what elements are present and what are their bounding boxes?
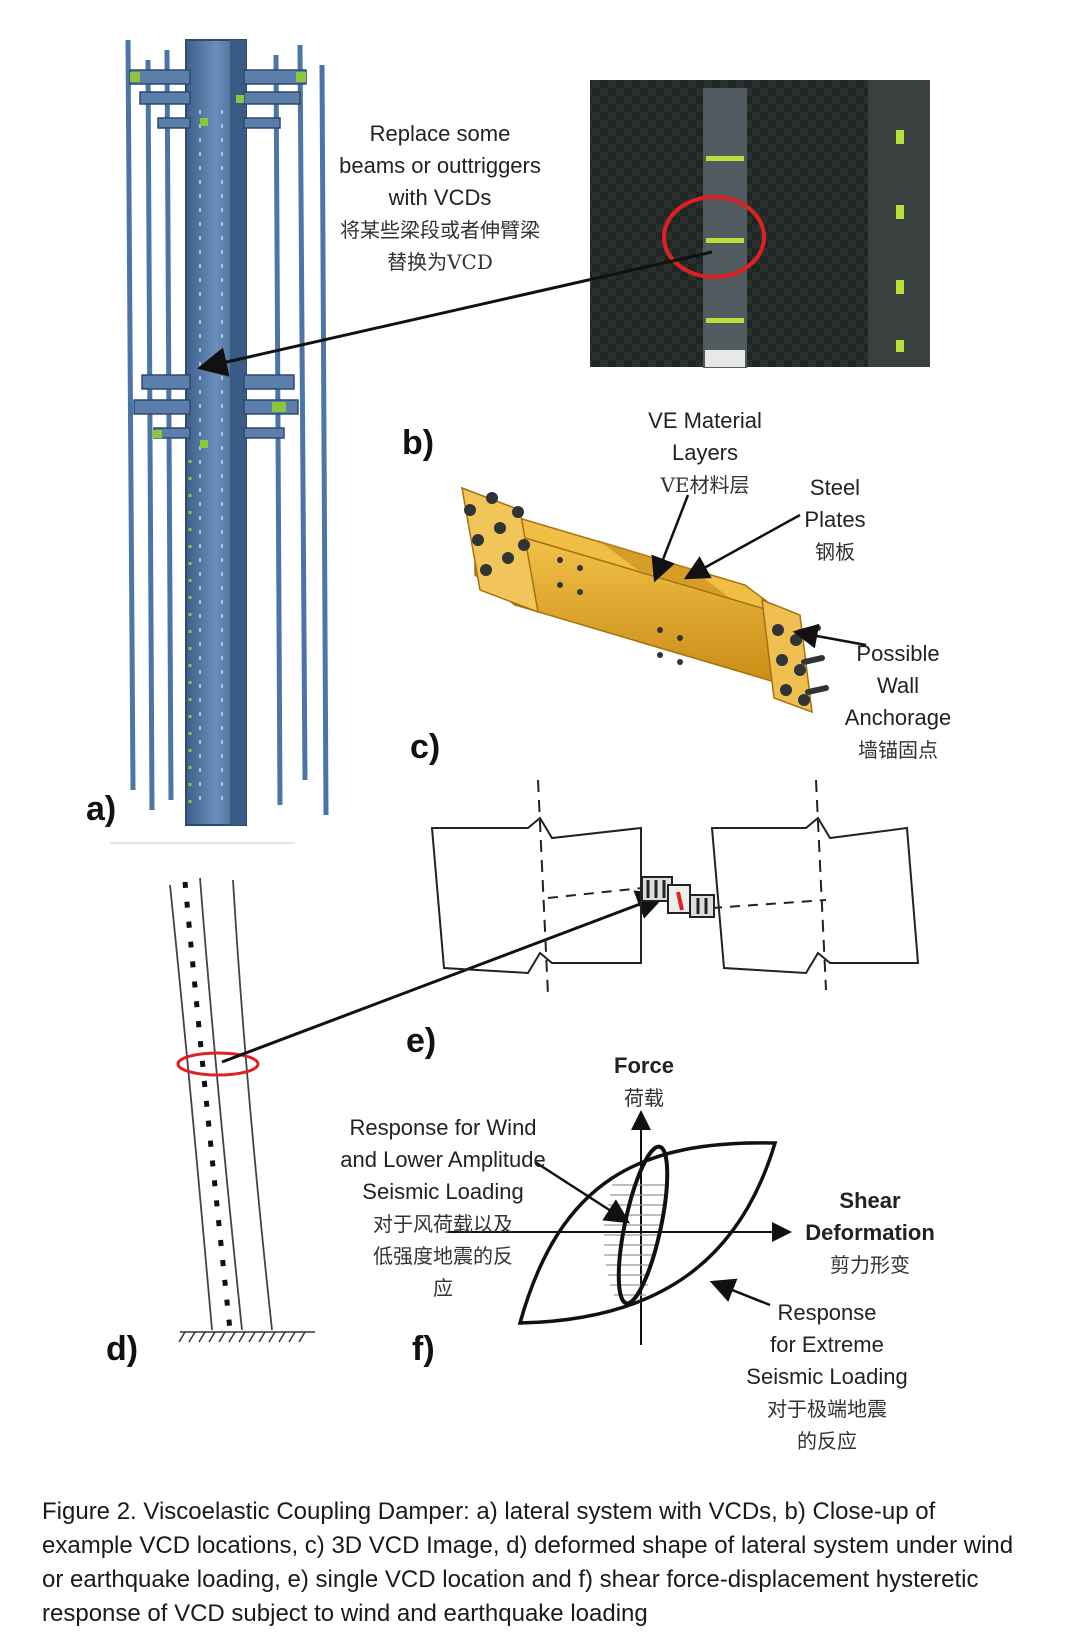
force-axis-label-zh: 荷载: [624, 1086, 664, 1110]
wind-response-label-en: Response for Wind and Lower Amplitude Se…: [340, 1115, 546, 1204]
steel-plates-label: Steel Plates 钢板: [780, 440, 890, 600]
replace-label: Replace some beams or outtriggers with V…: [310, 86, 570, 310]
leader-b-to-a: [197, 250, 713, 377]
leader-extreme-response: [709, 1278, 771, 1307]
steel-plates-label-en: Steel Plates: [804, 475, 866, 532]
extreme-response-label: Response for Extreme Seismic Loading 对于极…: [732, 1265, 922, 1489]
tower-model: [125, 39, 329, 826]
panel-d-label: d): [106, 1330, 139, 1368]
leader-d-to-e: [221, 890, 667, 1064]
vcd-highlight-circle: [662, 195, 766, 279]
wall-anchorage-label: Possible Wall Anchorage 墙锚固点: [832, 606, 964, 798]
ve-layers-label-zh: VE材料层: [660, 473, 750, 497]
leader-wall-anchorage: [792, 623, 867, 649]
wind-response-label-zh: 对于风荷载以及 低强度地震的反 应: [373, 1212, 513, 1300]
leader-wind-response: [534, 1160, 631, 1224]
wall-anchorage-label-zh: 墙锚固点: [858, 738, 938, 762]
force-axis-label: Force 荷载: [596, 1050, 692, 1114]
wind-response-label: Response for Wind and Lower Amplitude Se…: [318, 1080, 568, 1336]
vcd-3d-model: [461, 486, 829, 714]
extreme-loop: [517, 1141, 778, 1325]
replace-label-en: Replace some beams or outtriggers with V…: [339, 121, 541, 210]
figure-caption: Figure 2. Viscoelastic Coupling Damper: …: [42, 1498, 1014, 1627]
shear-axis-label-en: Shear Deformation: [805, 1188, 935, 1245]
force-axis-label-en: Force: [614, 1053, 674, 1078]
coupling-beam-detail: [430, 779, 920, 996]
panel-f-label: f): [412, 1330, 435, 1368]
vcd-location-ellipse: [176, 1051, 260, 1077]
ground-fixity: [178, 1331, 315, 1343]
panel-c-label: c): [410, 728, 441, 766]
panel-a-label: a): [86, 790, 117, 828]
steel-plates-label-zh: 钢板: [815, 540, 855, 564]
wall-anchorage-label-en: Possible Wall Anchorage: [844, 641, 952, 730]
extreme-response-label-en: Response for Extreme Seismic Loading: [746, 1300, 908, 1389]
panel-e-label: e): [406, 1022, 437, 1060]
deformed-lateral-system: [169, 877, 273, 1331]
shear-axis-label: Shear Deformation 剪力形变: [790, 1153, 950, 1313]
leader-steel-plates: [683, 513, 801, 580]
leader-ve-layers: [651, 494, 690, 583]
shear-axis-label-zh: 剪力形变: [830, 1253, 910, 1277]
extreme-response-label-zh: 对于极端地震 的反应: [767, 1397, 887, 1453]
panel-b-label: b): [402, 424, 435, 462]
replace-label-zh: 将某些梁段或者伸臂梁 替换为VCD: [340, 218, 540, 274]
ve-layers-label-en: VE Material Layers: [648, 408, 762, 465]
ve-layers-label: VE Material Layers VE材料层: [620, 373, 790, 533]
